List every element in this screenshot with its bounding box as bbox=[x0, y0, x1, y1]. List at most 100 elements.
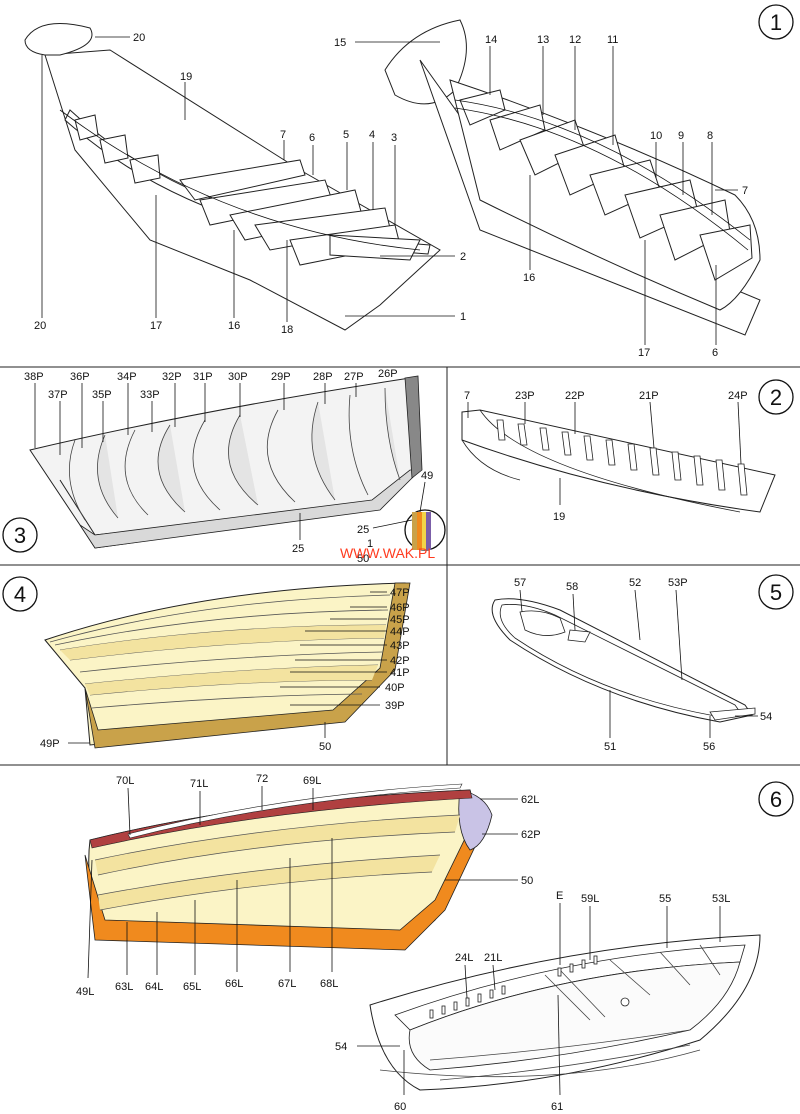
step-number: 1 bbox=[770, 10, 782, 35]
step-number: 5 bbox=[770, 580, 782, 605]
step-badge-3: 3 bbox=[2, 517, 38, 553]
callout-label: 28P bbox=[313, 371, 333, 383]
callout-label: 49L bbox=[76, 986, 94, 998]
panel6-hull-drawing bbox=[84, 783, 493, 951]
panel6-finished-boat-drawing bbox=[369, 934, 761, 1091]
callout-label: 37P bbox=[48, 389, 68, 401]
step-badge-2: 2 bbox=[758, 379, 794, 415]
callout-label: 23P bbox=[515, 390, 535, 402]
callout-label: 6 bbox=[712, 347, 718, 359]
callout-label: 19 bbox=[553, 511, 565, 523]
callout-label: 45P bbox=[390, 614, 410, 626]
step-badge-4: 4 bbox=[2, 576, 38, 612]
panel6-boat-callouts: E 59L 55 53L 24L 21L 54 60 61 bbox=[335, 890, 730, 1113]
panel1-left-frame-drawing bbox=[24, 23, 441, 331]
callout-label: 70L bbox=[116, 775, 134, 787]
callout-label: 11 bbox=[607, 34, 618, 46]
callout-label: E bbox=[556, 890, 563, 902]
step-number: 4 bbox=[14, 582, 26, 607]
callout-label: 71L bbox=[190, 778, 208, 790]
panel4-planking-drawing bbox=[44, 582, 411, 749]
callout-label: 15 bbox=[334, 37, 346, 49]
callout-label: 61 bbox=[551, 1101, 563, 1113]
step-badge-6: 6 bbox=[758, 781, 794, 817]
callout-label: 60 bbox=[394, 1101, 406, 1113]
callout-label: 20 bbox=[133, 32, 145, 44]
callout-label: 27P bbox=[344, 371, 364, 383]
step-badge-1: 1 bbox=[758, 4, 794, 40]
callout-label: 64L bbox=[145, 981, 163, 993]
callout-label: 72 bbox=[256, 773, 268, 785]
callout-label: 3 bbox=[391, 132, 397, 144]
callout-label: 43P bbox=[390, 640, 410, 652]
callout-label: 41P bbox=[390, 667, 410, 679]
callout-label: 25 bbox=[292, 543, 304, 555]
callout-label: 21P bbox=[639, 390, 659, 402]
callout-label: 40P bbox=[385, 682, 405, 694]
callout-label: 17 bbox=[150, 320, 162, 332]
callout-label: 53L bbox=[712, 893, 730, 905]
callout-label: 54 bbox=[335, 1041, 347, 1053]
panel5-interior-drawing bbox=[491, 598, 756, 723]
callout-label: 42P bbox=[390, 655, 410, 667]
panel6-left-callouts: 70L 71L 72 69L 62L 62P 50 49L 63L 64L 65… bbox=[76, 773, 541, 998]
callout-label: 62P bbox=[521, 829, 541, 841]
callout-label: 49 bbox=[421, 470, 433, 482]
callout-label: 31P bbox=[193, 371, 213, 383]
callout-label: 25 bbox=[357, 524, 369, 536]
callout-label: 59L bbox=[581, 893, 599, 905]
callout-label: 7 bbox=[464, 390, 470, 402]
callout-label: 24L bbox=[455, 952, 473, 964]
panel2-bottom-drawing bbox=[461, 409, 776, 513]
callout-label: 2 bbox=[460, 251, 466, 263]
panel2-callouts: 7 23P 22P 21P 24P 19 bbox=[464, 390, 748, 523]
callout-label: 9 bbox=[678, 130, 684, 142]
step-badge-5: 5 bbox=[758, 574, 794, 610]
callout-label: 68L bbox=[320, 978, 338, 990]
callout-label: 21L bbox=[484, 952, 502, 964]
callout-label: 1 bbox=[460, 311, 466, 323]
callout-label: 30P bbox=[228, 371, 248, 383]
callout-label: 69L bbox=[303, 775, 321, 787]
panel3-callouts: 38P 37P 36P 35P 34P 33P 32P 31P 30P 29P … bbox=[24, 368, 435, 565]
callout-label: 50 bbox=[357, 553, 369, 565]
panel4-callouts: 47P 46P 45P 44P 43P 42P 41P 40P 39P 49P … bbox=[40, 587, 410, 753]
panel1-left-callouts: 20 19 7 6 5 4 3 2 1 18 16 17 20 bbox=[34, 32, 466, 336]
panel1-right-frame-drawing bbox=[384, 19, 761, 336]
step-number: 3 bbox=[14, 523, 26, 548]
callout-label: 12 bbox=[569, 34, 581, 46]
callout-label: 36P bbox=[70, 371, 90, 383]
callout-label: 47P bbox=[390, 587, 410, 599]
callout-label: 57 bbox=[514, 577, 526, 589]
callout-label: 4 bbox=[369, 129, 375, 141]
callout-label: 54 bbox=[760, 711, 772, 723]
callout-label: 55 bbox=[659, 893, 671, 905]
panel5-callouts: 57 58 52 53P 54 51 56 bbox=[514, 577, 772, 753]
callout-label: 34P bbox=[117, 371, 137, 383]
callout-label: 14 bbox=[485, 34, 497, 46]
callout-label: 62L bbox=[521, 794, 539, 806]
callout-label: 5 bbox=[343, 129, 349, 141]
callout-label: 35P bbox=[92, 389, 112, 401]
callout-label: 38P bbox=[24, 371, 44, 383]
panel3-planking-drawing bbox=[29, 375, 446, 551]
callout-label: 7 bbox=[742, 185, 748, 197]
step-badges: 1 2 3 4 5 6 bbox=[2, 4, 794, 817]
callout-label: 26P bbox=[378, 368, 398, 380]
callout-label: 33P bbox=[140, 389, 160, 401]
callout-label: 29P bbox=[271, 371, 291, 383]
callout-label: 63L bbox=[115, 981, 133, 993]
callout-label: 58 bbox=[566, 581, 578, 593]
callout-label: 56 bbox=[703, 741, 715, 753]
callout-label: 46P bbox=[390, 602, 410, 614]
callout-label: 67L bbox=[278, 978, 296, 990]
callout-label: 10 bbox=[650, 130, 662, 142]
step-number: 2 bbox=[770, 385, 782, 410]
callout-label: 18 bbox=[281, 324, 293, 336]
callout-label: 51 bbox=[604, 741, 616, 753]
callout-label: 50 bbox=[521, 875, 533, 887]
panel1-right-callouts: 15 14 13 12 11 10 9 8 7 6 17 16 bbox=[334, 34, 748, 359]
callout-label: 17 bbox=[638, 347, 650, 359]
callout-label: 16 bbox=[523, 272, 535, 284]
